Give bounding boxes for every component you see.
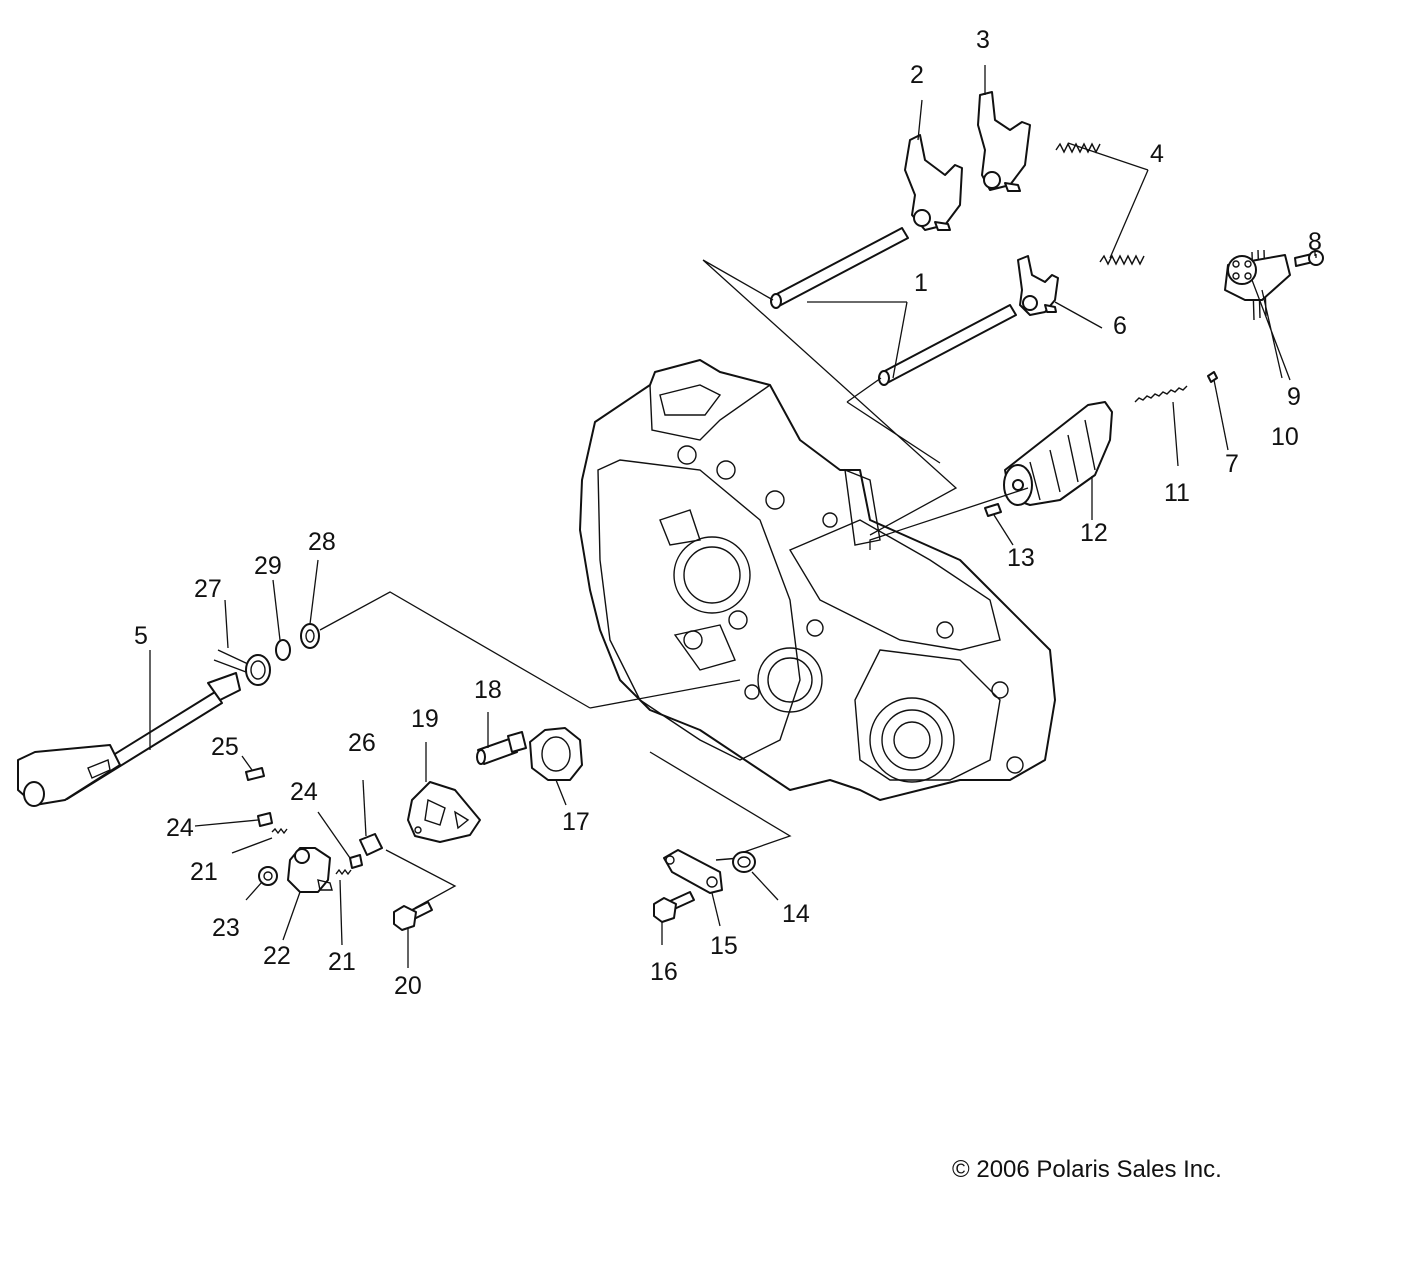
shift-fork-3 (977, 91, 1031, 192)
callout-26: 26 (348, 729, 376, 757)
callout-24-right: 24 (290, 778, 318, 806)
shift-fork-6 (1017, 255, 1059, 316)
spring-14 (715, 851, 756, 873)
bolt-16 (653, 891, 695, 923)
dowel-pin (1207, 371, 1218, 383)
pin-25 (245, 767, 265, 781)
shift-fork-2 (904, 134, 963, 231)
callout-16: 16 (650, 958, 678, 986)
callout-23: 23 (212, 914, 240, 942)
copyright-notice: © 2006 Polaris Sales Inc. (952, 1156, 1222, 1183)
shift-pin-18 (476, 731, 527, 765)
detent-spring (1134, 385, 1188, 403)
callout-11: 11 (1164, 479, 1190, 507)
callout-15: 15 (710, 932, 738, 960)
callout-19: 19 (411, 705, 439, 733)
callout-8: 8 (1308, 228, 1322, 256)
spring-21-right (335, 868, 352, 876)
callout-10: 10 (1271, 423, 1299, 451)
nut-23 (258, 866, 278, 886)
callout-9: 9 (1287, 383, 1301, 411)
callout-24-left: 24 (166, 814, 194, 842)
stopper-plate (407, 781, 481, 843)
fork-springs (1055, 142, 1145, 266)
callout-3: 3 (976, 26, 990, 54)
callout-20: 20 (394, 972, 422, 1000)
callout-5: 5 (134, 622, 148, 650)
gear-position-sensor (1224, 249, 1291, 321)
bolt-20 (393, 901, 433, 931)
washer (300, 623, 320, 649)
drum-pin (984, 503, 1002, 517)
return-spring (213, 649, 271, 686)
callout-14: 14 (782, 900, 810, 928)
stopper-arm (287, 847, 333, 893)
spring-21-left (271, 827, 288, 835)
callout-6: 6 (1113, 312, 1127, 340)
callout-17: 17 (562, 808, 590, 836)
callout-28: 28 (308, 528, 336, 556)
block-26 (359, 833, 383, 856)
leader-lines (149, 65, 1317, 968)
callout-4: 4 (1150, 140, 1164, 168)
callout-25: 25 (211, 733, 239, 761)
crankcase-housing (579, 359, 1056, 801)
callout-29: 29 (254, 552, 282, 580)
shift-shaft (17, 672, 241, 807)
shift-arm-15 (663, 849, 723, 894)
roller-24-right (349, 854, 363, 869)
callout-22: 22 (263, 942, 291, 970)
callout-13: 13 (1007, 544, 1035, 572)
callout-labels: 1 2 3 4 5 6 7 8 9 10 11 12 13 14 15 16 1… (134, 26, 1322, 1000)
shift-cam-17 (529, 727, 583, 781)
shift-drum (1003, 401, 1113, 506)
callout-18: 18 (474, 676, 502, 704)
shift-rails (770, 227, 1017, 386)
circlip (275, 639, 291, 661)
callout-27: 27 (194, 575, 222, 603)
callout-12: 12 (1080, 519, 1108, 547)
callout-1: 1 (914, 269, 928, 297)
callout-2: 2 (910, 61, 924, 89)
roller-24-left (257, 812, 273, 827)
callout-21-left: 21 (190, 858, 218, 886)
callout-21-right: 21 (328, 948, 356, 976)
callout-7: 7 (1225, 450, 1239, 478)
